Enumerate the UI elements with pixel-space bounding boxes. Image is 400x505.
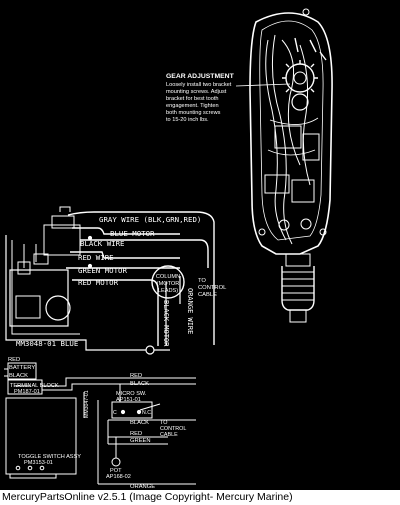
schem-orange-label: ORANGE [130, 484, 155, 490]
schem-cable-label: CABLE [160, 432, 178, 438]
gear-adjustment-title: GEAR ADJUSTMENT [166, 73, 235, 80]
control-handle-drawing [249, 8, 333, 323]
schem-red-top: RED [130, 373, 142, 379]
wiring-drawing [5, 206, 215, 355]
to-control-cable-1: TO [198, 278, 206, 284]
mm3047-label: MM3047-01 [84, 390, 90, 418]
green-motor-label: GREEN MOTOR [78, 266, 127, 275]
part-number-label: MM3048-01 BLUE [16, 339, 78, 348]
toggle-switch-label: TOGGLE SWITCH ASSY [18, 454, 81, 460]
red-motor-label: RED MOTOR [78, 278, 119, 287]
gray-wire-label: GRAY WIRE (BLK,GRN,RED) [99, 215, 201, 224]
terminal-block-part: PM187-01 [14, 389, 40, 395]
schem-to-label: TO [160, 420, 167, 426]
schem-black-top: BLACK [130, 381, 149, 387]
switch-c-label: C [113, 410, 117, 416]
schem-black-label: BLACK [9, 373, 28, 379]
toggle-switch-part: PM3153-01 [24, 460, 53, 466]
gear-note-line-3: bracket for best tooth [166, 96, 219, 102]
schematic-drawing [4, 362, 196, 485]
schem-control-label: CONTROL [160, 426, 186, 432]
pot-part: AP168-02 [106, 474, 131, 480]
image-caption: MercuryPartsOnline v2.5.1 (Image Copyrig… [0, 490, 400, 505]
schem-red-label: RED [8, 357, 20, 363]
column-label-3: LEADS) [158, 288, 178, 294]
column-label-1: COLUMN [156, 274, 180, 280]
micro-switch-label: MICRO SW. [116, 391, 147, 397]
gear-note-line-2: mounting screws. Adjust [166, 89, 227, 95]
switch-nc-label: N.C. [142, 410, 152, 416]
red-wire-label: RED WIRE [78, 253, 114, 262]
schem-black-mid: BLACK [130, 420, 149, 426]
pot-label: POT [110, 468, 122, 474]
gear-note-line-4: engagement. Tighten [166, 103, 219, 109]
column-label-2: (MOTOR [157, 281, 180, 287]
terminal-block-label: TERMINAL BLOCK [10, 383, 59, 389]
gear-note-line-6: to 15-20 inch lbs. [166, 117, 209, 123]
to-control-cable-3: CABLE [198, 292, 217, 298]
micro-switch-part: AP151-01 [116, 397, 141, 403]
schem-red-mid: RED [130, 431, 142, 437]
gear-note-line-5: both mounting screws [166, 110, 221, 116]
orange-wire-label: ORANGE WIRE [186, 288, 194, 334]
gear-leader-line [235, 83, 291, 87]
battery-label: BATTERY [9, 365, 35, 371]
gear-note-line-1: Loosely install two bracket [166, 82, 232, 88]
wiring-diagram: GEAR ADJUSTMENT Loosely install two brac… [4, 8, 333, 490]
black-motor-label: BLACK MOTOR [162, 300, 170, 347]
schem-green-label: GREEN [130, 438, 151, 444]
black-wire-label: BLACK WIRE [80, 239, 125, 248]
to-control-cable-2: CONTROL [198, 285, 227, 291]
blue-motor-label: BLUE MOTOR [110, 229, 155, 238]
diagram-viewer: GEAR ADJUSTMENT Loosely install two brac… [0, 0, 400, 490]
